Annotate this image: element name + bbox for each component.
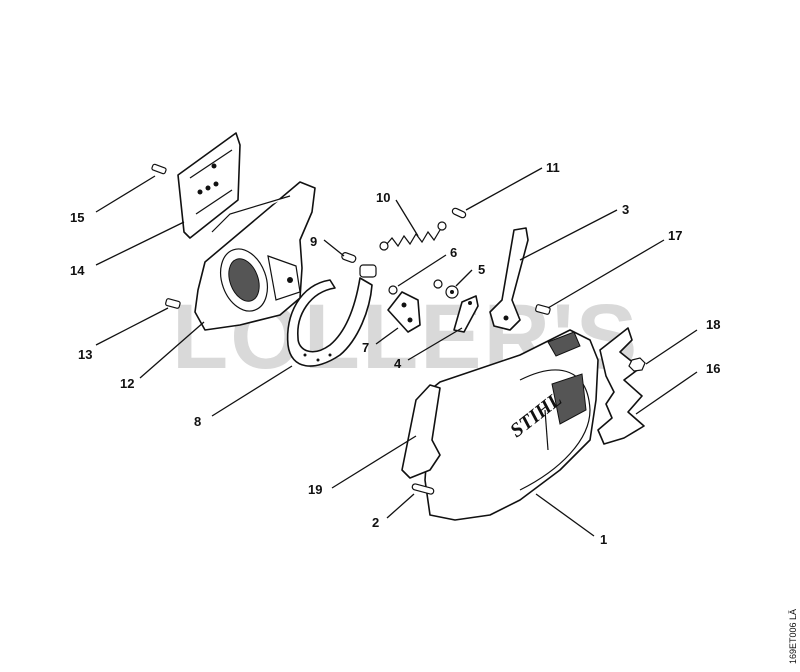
callout-7: 7	[362, 340, 369, 355]
part-16-bumper-spike	[597, 327, 645, 445]
leader-8	[211, 365, 293, 417]
part-3-lever	[489, 227, 529, 331]
leader-15	[95, 175, 156, 213]
leader-3	[519, 209, 618, 261]
callout-3: 3	[622, 202, 629, 217]
part-9-pin	[341, 252, 357, 263]
callout-8: 8	[194, 414, 201, 429]
leader-14	[95, 221, 185, 266]
part-5-washer	[445, 285, 459, 299]
part-8-brake-band	[286, 264, 377, 367]
leader-7	[375, 327, 399, 345]
drawing-code: 169ET006 LÄ	[788, 609, 798, 664]
callout-15: 15	[70, 210, 84, 225]
callout-4: 4	[394, 356, 402, 371]
leader-4	[407, 327, 463, 361]
callout-6: 6	[450, 245, 457, 260]
part-17-screw	[535, 304, 551, 315]
callout-17: 17	[668, 228, 682, 243]
part-10-spring	[379, 221, 447, 251]
part-1-sprocket-cover: STIHL	[424, 329, 599, 521]
part-7-lever-plate	[387, 291, 421, 333]
leader-10	[395, 199, 419, 237]
leader-19	[331, 435, 417, 489]
leader-13	[95, 307, 169, 346]
leader-16	[635, 371, 698, 415]
part-19-deflector	[401, 384, 441, 479]
leader-18	[645, 329, 698, 365]
part-6-clip	[388, 279, 443, 295]
callout-5: 5	[478, 262, 485, 277]
leader-lines	[95, 167, 698, 537]
part-15-screw	[151, 163, 167, 175]
callout-9: 9	[310, 234, 317, 249]
part-2-pin	[411, 483, 435, 495]
callout-12: 12	[120, 376, 134, 391]
callout-14: 14	[70, 263, 85, 278]
callout-13: 13	[78, 347, 92, 362]
part-18-nut	[628, 357, 646, 372]
leader-2	[386, 493, 415, 519]
callout-19: 19	[308, 482, 322, 497]
leader-17	[547, 239, 665, 309]
part-11-pin	[451, 207, 467, 219]
leader-1	[535, 493, 595, 537]
leader-5	[455, 269, 473, 287]
leader-6	[397, 254, 447, 287]
part-4-link	[453, 295, 479, 333]
callout-18: 18	[706, 317, 720, 332]
leader-9	[323, 239, 345, 257]
part-12-cover-frame	[194, 181, 316, 331]
callout-16: 16	[706, 361, 720, 376]
part-13-screw	[165, 298, 181, 309]
callout-1: 1	[600, 532, 607, 547]
callout-11: 11	[546, 160, 560, 175]
part-14-guide-plate	[177, 132, 241, 239]
leader-11	[465, 167, 543, 211]
callout-labels: 15 14 13 12 8 9 10 11 6 5 7 4 3 17 18 16…	[70, 160, 720, 547]
leader-12	[139, 321, 205, 379]
callout-2: 2	[372, 515, 379, 530]
callout-10: 10	[376, 190, 390, 205]
